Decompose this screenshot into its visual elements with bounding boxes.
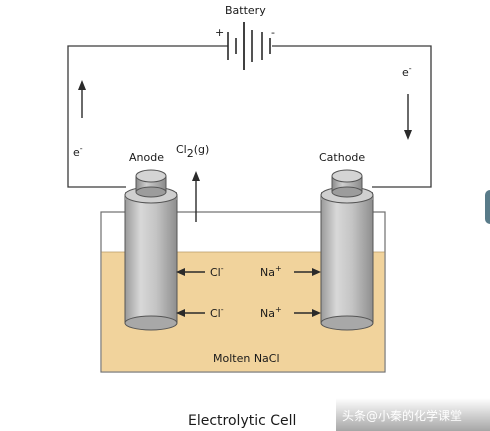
battery-plus-sign: +: [215, 26, 224, 39]
battery-label: Battery: [225, 4, 266, 17]
anode-electrode: [124, 169, 178, 331]
molten-nacl-label: Molten NaCl: [213, 352, 280, 365]
sodium-ion-lower: Na+: [260, 305, 282, 320]
electron-flow-arrow-right: [404, 94, 412, 140]
watermark-text: 头条@小秦的化学课堂: [342, 408, 462, 423]
circuit-wire: [67, 45, 432, 188]
chlorine-gas-label: Cl2(g): [176, 143, 209, 160]
cathode-electrode: [320, 169, 374, 331]
chlorine-gas-arrow: [192, 171, 200, 222]
battery-minus-sign: -: [271, 26, 275, 39]
watermark-shade: [336, 398, 490, 431]
edge-fragment: [485, 190, 490, 224]
sodium-ion-upper: Na+: [260, 264, 282, 279]
electron-label-right: e-: [402, 64, 412, 79]
diagram-caption: Electrolytic Cell: [188, 413, 296, 429]
electron-flow-arrow-left: [78, 80, 86, 118]
ion-arrows: [176, 268, 321, 317]
battery-symbol: [227, 22, 271, 70]
cathode-label: Cathode: [319, 151, 365, 164]
electron-label-left: e-: [73, 144, 83, 159]
chloride-ion-lower: Cl-: [210, 305, 224, 320]
anode-label: Anode: [129, 151, 164, 164]
chloride-ion-upper: Cl-: [210, 264, 224, 279]
